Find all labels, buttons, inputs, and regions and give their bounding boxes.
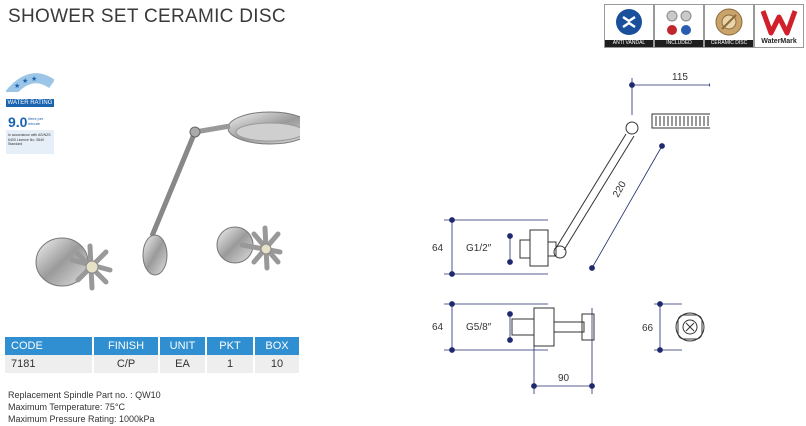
anti-vandal-label: ANTI VANDAL <box>605 40 653 47</box>
cell-finish: C/P <box>93 355 160 373</box>
watermark-label: WaterMark <box>761 38 797 45</box>
cell-unit: EA <box>159 355 207 373</box>
dim-arm-length: 220 <box>611 179 629 199</box>
svg-text:★: ★ <box>22 77 28 85</box>
technical-drawing: 115 220 64 G1/2″ 64 G5/8″ 90 66 <box>432 72 710 394</box>
cell-code: 7181 <box>5 355 94 373</box>
pressure-note: Maximum Pressure Rating: 1000kPa <box>8 414 155 424</box>
water-rating-box <box>6 130 54 154</box>
water-rating-label: WATER RATING <box>6 99 54 107</box>
anti-vandal-icon <box>616 9 642 35</box>
ceramic-disc-badge: CERAMIC DISC <box>704 4 754 48</box>
watermark-icon <box>760 10 798 36</box>
col-code: CODE <box>5 337 94 355</box>
svg-text:★: ★ <box>14 82 20 90</box>
ceramic-disc-icon <box>715 8 743 36</box>
water-rating-unit: litres per minute <box>28 116 44 126</box>
spindle-note: Replacement Spindle Part no. : QW10 <box>8 390 161 400</box>
table-row: 7181 C/P EA 1 10 <box>5 355 301 373</box>
cell-box: 10 <box>254 355 301 373</box>
dim-lower-depth: 90 <box>558 373 570 384</box>
dim-lower-thread: G5/8″ <box>466 322 492 333</box>
dim-upper-height: 64 <box>432 243 444 254</box>
included-badge: INCLUDED <box>654 4 704 48</box>
handles-icon <box>666 10 692 35</box>
dim-lower-height: 64 <box>432 322 444 333</box>
spec-table: CODE FINISH UNIT PKT BOX 7181 C/P EA 1 1… <box>5 337 301 373</box>
watermark-badge: WaterMark <box>754 4 804 48</box>
water-rating-value: 9.0 <box>8 114 28 130</box>
ceramic-disc-label: CERAMIC DISC <box>705 40 753 47</box>
temperature-note: Maximum Temperature: 75°C <box>8 402 125 412</box>
spec-table-header: CODE FINISH UNIT PKT BOX <box>5 337 301 355</box>
svg-text:★: ★ <box>31 75 37 83</box>
product-photo <box>35 111 300 291</box>
water-rating-stars-icon: ★★★ <box>6 73 54 92</box>
col-finish: FINISH <box>93 337 160 355</box>
anti-vandal-badge: ANTI VANDAL <box>604 4 654 48</box>
included-label: INCLUDED <box>655 40 703 47</box>
water-rating-note: In accordance with AS/NZS 6400 Licence N… <box>8 133 51 146</box>
dim-front-height: 66 <box>642 323 654 334</box>
col-box: BOX <box>254 337 301 355</box>
dim-top-width: 115 <box>672 72 688 83</box>
page-title: SHOWER SET CERAMIC DISC <box>8 6 286 27</box>
col-unit: UNIT <box>159 337 207 355</box>
spec-notes: Replacement Spindle Part no. : QW10 Maxi… <box>8 389 161 425</box>
dim-upper-thread: G1/2″ <box>466 243 492 254</box>
col-pkt: PKT <box>206 337 255 355</box>
cell-pkt: 1 <box>206 355 255 373</box>
